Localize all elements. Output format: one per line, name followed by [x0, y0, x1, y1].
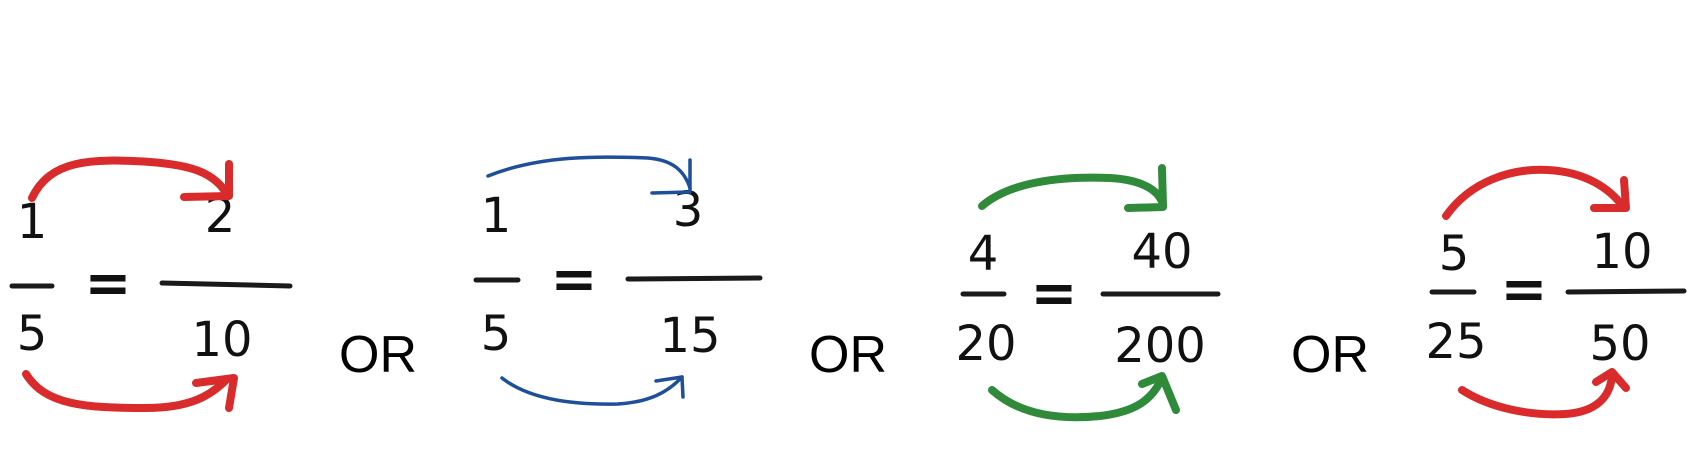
separator-or-2: OR [809, 326, 887, 384]
eq4-left-denominator: 25 [1425, 314, 1486, 370]
equation-4: 5 25 = 10 50 [1425, 165, 1687, 419]
eq3-top-curved-arrow [978, 173, 1167, 210]
eq3-bottom-arrowhead [1138, 372, 1180, 414]
eq1-right-fraction-bar [159, 280, 293, 289]
equation-1: 1 5 = 2 10 [9, 156, 293, 412]
eq1-top-curved-arrow [28, 156, 232, 202]
eq4-top-curved-arrow [1442, 165, 1628, 220]
eq3-right-numerator: 40 [1131, 224, 1192, 280]
eq3-left-denominator: 20 [955, 316, 1016, 372]
eq1-left-numerator: 1 [17, 194, 48, 250]
equation-3: 4 20 = 40 200 [955, 164, 1221, 422]
eq1-left-denominator: 5 [17, 306, 48, 362]
eq2-left-numerator: 1 [481, 188, 512, 244]
eq4-right-denominator: 50 [1589, 316, 1650, 372]
eq1-right-denominator: 10 [191, 312, 252, 368]
eq2-left-denominator: 5 [481, 306, 512, 362]
eq4-bottom-curved-arrow [1458, 372, 1616, 419]
eq4-right-fraction-bar [1565, 288, 1687, 295]
eq3-top-arrowhead [1124, 164, 1167, 212]
separator-or-1: OR [339, 326, 417, 384]
eq2-equals-sign: = [551, 247, 598, 312]
eq1-bottom-arrowhead [192, 374, 238, 412]
eq2-top-arrowhead [650, 158, 692, 195]
eq3-equals-sign: = [1031, 261, 1078, 326]
eq2-bottom-curved-arrow [500, 375, 684, 406]
eq2-right-denominator: 15 [659, 308, 720, 364]
eq3-bottom-curved-arrow [988, 374, 1166, 422]
eq3-left-numerator: 4 [968, 226, 999, 282]
separator-or-3: OR [1291, 326, 1369, 384]
eq1-bottom-curved-arrow [22, 370, 230, 412]
eq2-bottom-arrowhead [654, 375, 685, 399]
eq1-top-arrowhead [180, 160, 233, 201]
eq4-right-numerator: 10 [1591, 224, 1652, 280]
eq4-top-arrowhead [1590, 176, 1630, 212]
eq1-equals-sign: = [85, 251, 132, 316]
equation-2: 1 5 = 3 15 [473, 155, 763, 406]
eq4-equals-sign: = [1501, 257, 1548, 322]
eq3-right-denominator: 200 [1114, 318, 1206, 374]
eq2-top-curved-arrow [486, 155, 692, 190]
eq2-right-fraction-bar [625, 275, 763, 282]
eq4-bottom-arrowhead [1592, 368, 1630, 392]
eq4-left-numerator: 5 [1439, 226, 1470, 282]
